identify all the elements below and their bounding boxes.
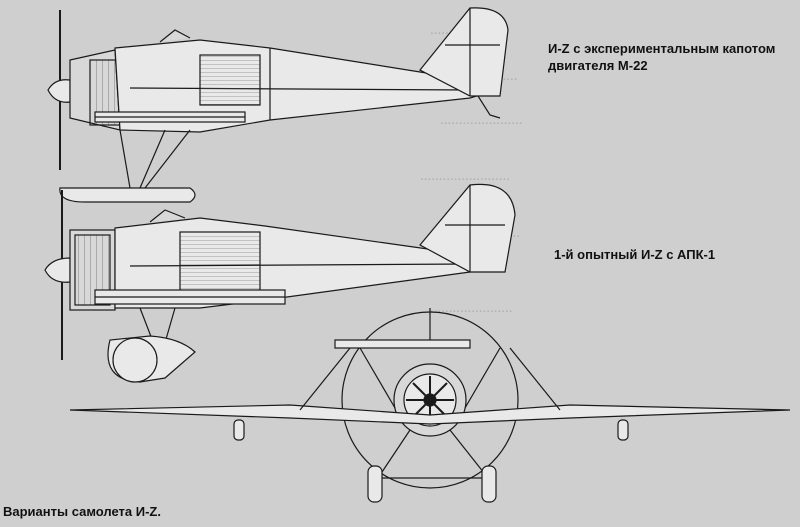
aircraft-front-view xyxy=(69,308,791,503)
caption-experimental-cowling: И-Z с экспериментальным капотом двигател… xyxy=(548,41,776,73)
caption-first-prototype: 1-й опытный И-Z с АПК-1 xyxy=(554,247,716,262)
aircraft-side-view-top xyxy=(47,7,509,203)
figure-caption: Варианты самолета И-Z. xyxy=(3,504,161,519)
aircraft-side-view-middle xyxy=(44,183,516,383)
